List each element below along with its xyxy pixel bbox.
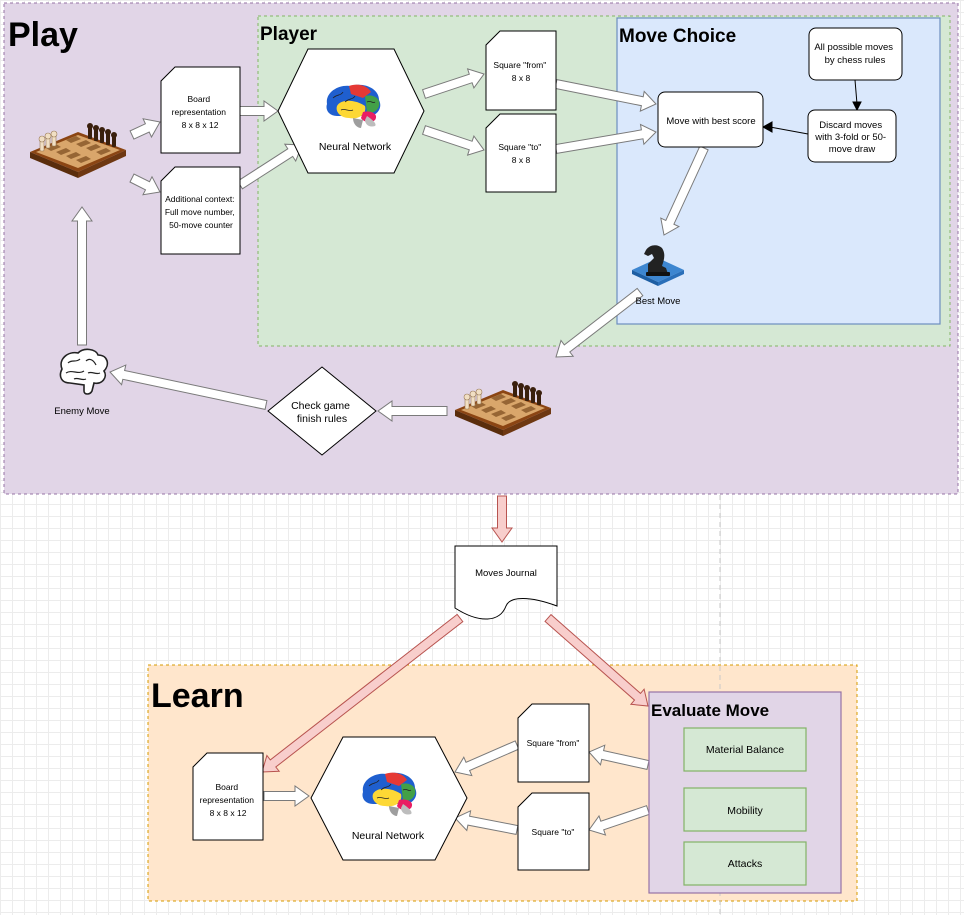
- best-move-label: Best Move: [636, 296, 681, 307]
- material-balance-box: [683, 727, 807, 772]
- arrow-square-to-to-nn: [454, 809, 519, 835]
- learn-square-from-card: [517, 703, 590, 783]
- arrow-enemy-to-board: [71, 206, 93, 346]
- learn-title: Learn: [151, 677, 244, 715]
- arrow-square-from-to-best-score: [554, 79, 657, 112]
- material-balance-label: Material Balance: [706, 744, 784, 756]
- learn-square-from-label: Square "from": [527, 738, 580, 748]
- enemy-move-label: Enemy Move: [54, 406, 109, 417]
- arrow-nn-to-square-from: [421, 68, 485, 99]
- arrow-evaluate-to-square-to: [588, 805, 651, 836]
- learn-square-to-label: Square "to": [532, 827, 575, 837]
- board-representation-label: Board representation 8 x 8 x 12: [172, 94, 229, 130]
- best-score-label: Move with best score: [666, 116, 755, 127]
- mobility-box: [683, 787, 807, 832]
- arrow-play-to-journal: [491, 495, 513, 543]
- arrow-journal-to-learn-board: [261, 613, 464, 773]
- learn-neural-network-label: Neural Network: [352, 830, 425, 842]
- arrow-journal-to-evaluate: [544, 613, 649, 707]
- arrow-board-to-check: [377, 400, 448, 422]
- arrow-context-to-nn: [236, 143, 303, 190]
- check-finish-label: Check game finish rules: [291, 400, 353, 425]
- square-from-label: Square "from" 8 x 8: [493, 60, 548, 83]
- square-to-label: Square "to" 8 x 8: [498, 142, 543, 165]
- arrow-best-move-to-board: [555, 287, 644, 358]
- arrow-learn-board-to-nn: [263, 785, 310, 807]
- arrow-nn-to-square-to: [421, 125, 485, 156]
- thin-arrows: [761, 79, 862, 135]
- moves-journal-label: Moves Journal: [475, 568, 537, 579]
- arrow-check-to-enemy: [109, 364, 268, 410]
- moves-journal-document: [454, 545, 558, 620]
- arrow-square-to-to-best-score: [554, 123, 657, 154]
- player-title: Player: [260, 24, 318, 45]
- board-representation-card: [160, 66, 241, 154]
- mobility-label: Mobility: [727, 805, 763, 817]
- arrow-board-to-board-repr: [129, 118, 161, 140]
- learn-board-representation-card: [192, 752, 264, 841]
- all-moves-box: [808, 27, 903, 81]
- learn-square-to-card: [517, 792, 590, 871]
- check-finish-diamond: [267, 366, 377, 456]
- block-arrows: [71, 68, 709, 836]
- arrow-best-score-to-best-move: [660, 145, 709, 236]
- square-from-card: [485, 30, 557, 111]
- discard-moves-box: [807, 109, 897, 163]
- attacks-box: [683, 841, 807, 886]
- discard-moves-label: Discard moves with 3-fold or 50- move dr…: [814, 120, 888, 155]
- additional-context-card: [160, 166, 241, 255]
- arrow-square-from-to-nn: [454, 740, 520, 777]
- arrow-evaluate-to-square-from: [588, 744, 650, 770]
- learn-board-representation-label: Board representation 8 x 8 x 12: [200, 782, 257, 818]
- play-title: Play: [8, 16, 78, 54]
- all-moves-label: All possible moves by chess rules: [814, 42, 895, 66]
- move-choice-title: Move Choice: [619, 26, 736, 47]
- attacks-label: Attacks: [728, 858, 762, 870]
- square-to-card: [485, 113, 557, 193]
- best-score-box: [657, 91, 764, 148]
- evaluate-move-title: Evaluate Move: [651, 701, 769, 720]
- arrow-board-to-context: [129, 173, 161, 196]
- arrow-board-repr-to-nn: [239, 100, 279, 122]
- additional-context-label: Additional context: Full move number, 50…: [165, 194, 237, 230]
- neural-network-label: Neural Network: [319, 141, 392, 153]
